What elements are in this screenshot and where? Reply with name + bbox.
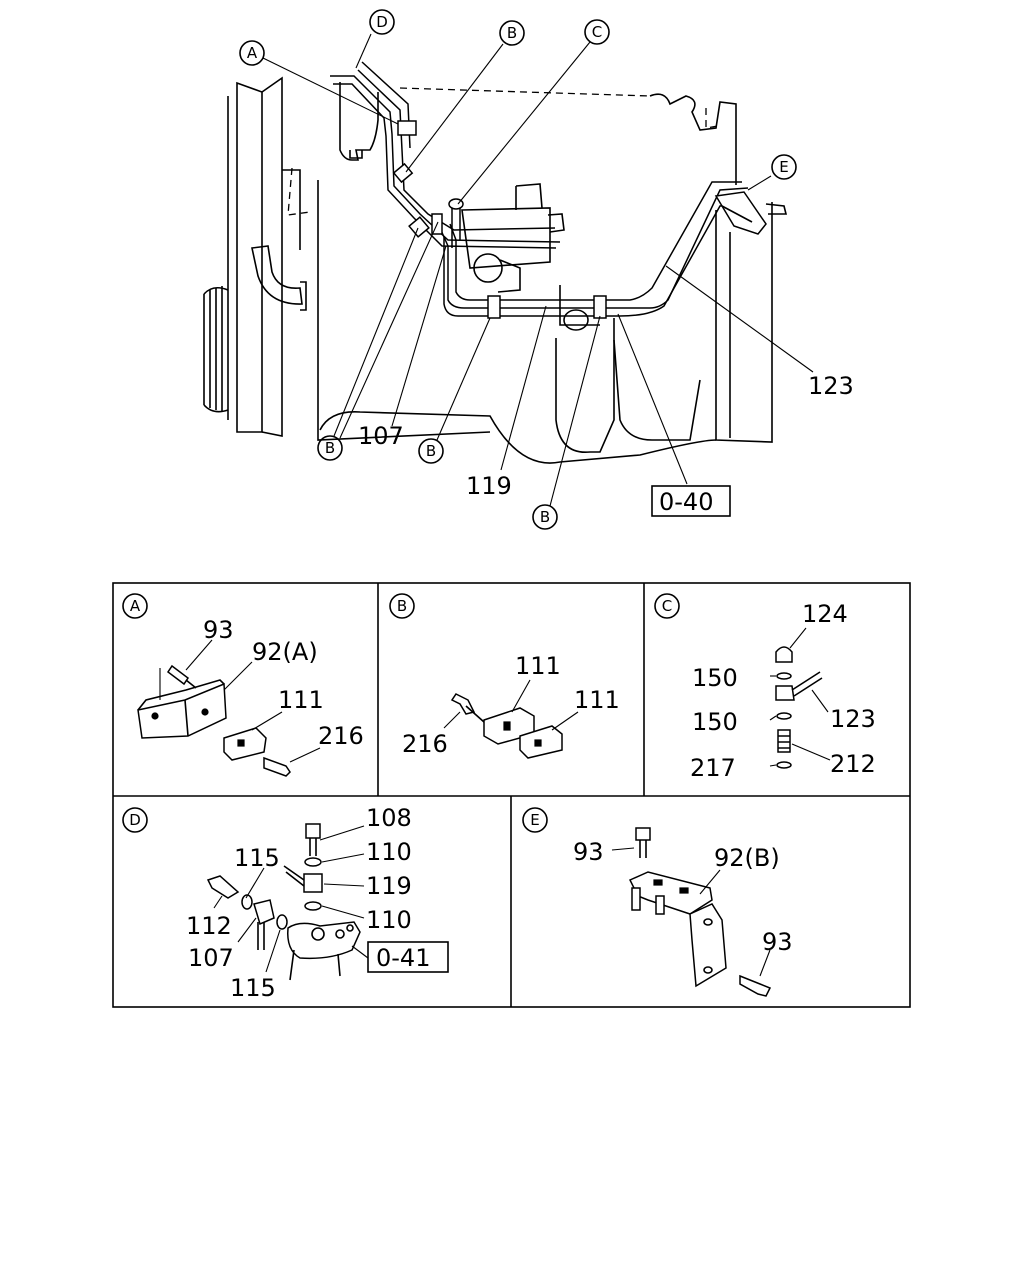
part-93-label: 93	[762, 928, 793, 956]
part-115-label: 115	[234, 844, 280, 872]
fitting-107	[253, 899, 275, 926]
ref-box-0-40[interactable]: 0-40	[651, 485, 731, 517]
filter-head	[287, 921, 361, 960]
eye-119	[303, 873, 323, 893]
callout-b-label: B	[507, 24, 517, 42]
part-92b-label: 92(B)	[714, 844, 780, 872]
clip	[408, 216, 430, 238]
part-107-label: 107	[358, 422, 404, 450]
washer-217	[776, 761, 792, 769]
part-93-label: 93	[203, 616, 234, 644]
washer-150	[776, 712, 792, 720]
detail-a: A 93 92(A) 111 216	[122, 593, 364, 777]
part-123-label: 123	[830, 705, 876, 733]
bracket-92b	[628, 871, 713, 915]
bolt-216	[263, 756, 291, 777]
svg-text:D: D	[129, 811, 141, 829]
callout-b-left: B	[317, 435, 343, 461]
part-123-label: 123	[808, 372, 854, 400]
detail-d: D 108 115 110 119 112	[122, 804, 449, 1002]
callout-a: A	[239, 40, 265, 66]
callout-c: C	[584, 19, 610, 45]
detail-grid	[112, 582, 911, 1008]
ref-box-label: 0-40	[659, 488, 713, 516]
ref-box-0-41[interactable]: 0-41	[367, 941, 449, 973]
callout-a-label: A	[247, 44, 258, 62]
detail-c: C 124 150 150 123 217 212	[654, 593, 876, 782]
eye-fitting	[775, 685, 795, 701]
cap-nut-124	[775, 646, 793, 663]
bolt-93	[635, 827, 651, 841]
callout-e: E	[771, 154, 797, 180]
clip	[487, 295, 501, 319]
main-callouts: A D B C E B B B	[239, 9, 797, 530]
part-150-label: 150	[692, 708, 738, 736]
bracket-e	[714, 191, 767, 235]
bolt-108	[305, 823, 321, 839]
callout-b-bottom: B	[532, 504, 558, 530]
detail-e: E 93 92(B) 93	[522, 807, 793, 997]
part-107-label: 107	[188, 944, 234, 972]
callout-b-label: B	[325, 439, 335, 457]
bolt-93	[166, 664, 190, 686]
part-93-label: 93	[573, 838, 604, 866]
detail-c-title: C	[654, 593, 680, 619]
callout-b-mid: B	[418, 438, 444, 464]
bolt-93	[739, 974, 772, 997]
callout-d: D	[369, 9, 395, 35]
detail-b: B 111 111 216	[389, 593, 620, 759]
detail-b-title: B	[389, 593, 415, 619]
part-110-label: 110	[366, 838, 412, 866]
callout-d-label: D	[376, 13, 388, 31]
part-115-label: 115	[230, 974, 276, 1002]
part-119-label: 119	[466, 472, 512, 500]
callout-b-label: B	[540, 508, 550, 526]
part-108-label: 108	[366, 804, 412, 832]
part-217-label: 217	[690, 754, 736, 782]
detail-a-title: A	[122, 593, 148, 619]
part-111-label: 111	[574, 686, 620, 714]
part-111-label: 111	[515, 652, 561, 680]
part-216-label: 216	[402, 730, 448, 758]
clip	[397, 120, 417, 136]
clip-111	[223, 727, 267, 761]
part-110-label: 110	[366, 906, 412, 934]
ref-box-label: 0-41	[376, 944, 430, 972]
part-111-label: 111	[278, 686, 324, 714]
part-119-label: 119	[366, 872, 412, 900]
part-212-label: 212	[830, 750, 876, 778]
washer-115	[276, 914, 288, 930]
svg-text:B: B	[397, 597, 407, 615]
svg-text:E: E	[530, 811, 539, 829]
washer-110	[304, 901, 322, 911]
callout-b-label: B	[426, 442, 436, 460]
detail-d-title: D	[122, 807, 148, 833]
part-112-label: 112	[186, 912, 232, 940]
part-124-label: 124	[802, 600, 848, 628]
part-92a-label: 92(A)	[252, 638, 318, 666]
svg-text:C: C	[662, 597, 672, 615]
callout-b-top: B	[499, 20, 525, 46]
part-216-label: 216	[318, 722, 364, 750]
svg-text:A: A	[130, 597, 141, 615]
part-150-label: 150	[692, 664, 738, 692]
callout-c-label: C	[592, 23, 602, 41]
engine-illustration	[203, 76, 773, 464]
washer-150	[776, 672, 792, 680]
bolt-112	[206, 875, 240, 899]
callout-e-label: E	[779, 158, 788, 176]
washer-115	[241, 894, 253, 910]
detail-e-title: E	[522, 807, 548, 833]
fuel-pipes	[330, 61, 749, 317]
main-leader-lines	[262, 33, 814, 507]
clip	[593, 295, 607, 319]
washer-110	[304, 857, 322, 867]
bracket-92a	[137, 682, 227, 739]
